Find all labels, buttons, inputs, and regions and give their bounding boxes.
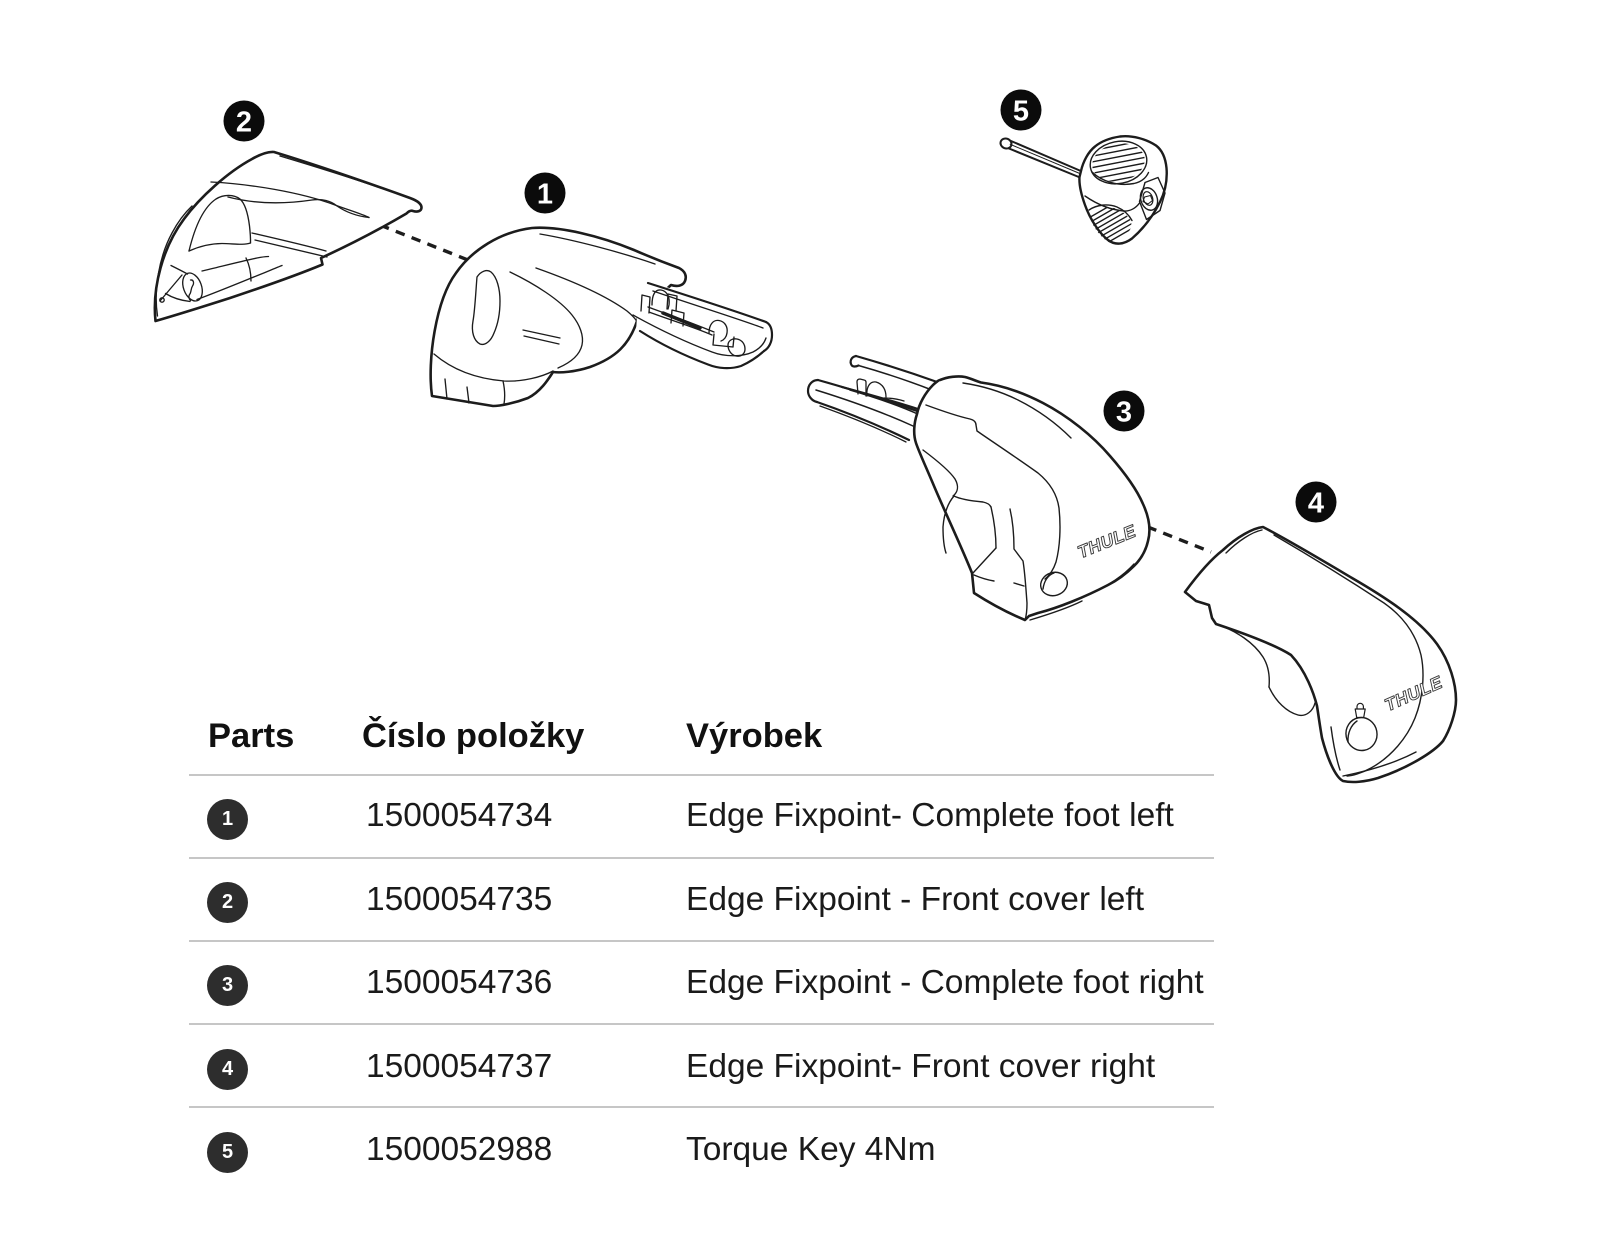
- svg-text:3: 3: [1116, 397, 1132, 429]
- svg-text:2: 2: [236, 107, 252, 139]
- svg-text:4: 4: [1308, 488, 1324, 520]
- svg-text:1: 1: [537, 179, 553, 211]
- svg-text:5: 5: [1013, 96, 1029, 128]
